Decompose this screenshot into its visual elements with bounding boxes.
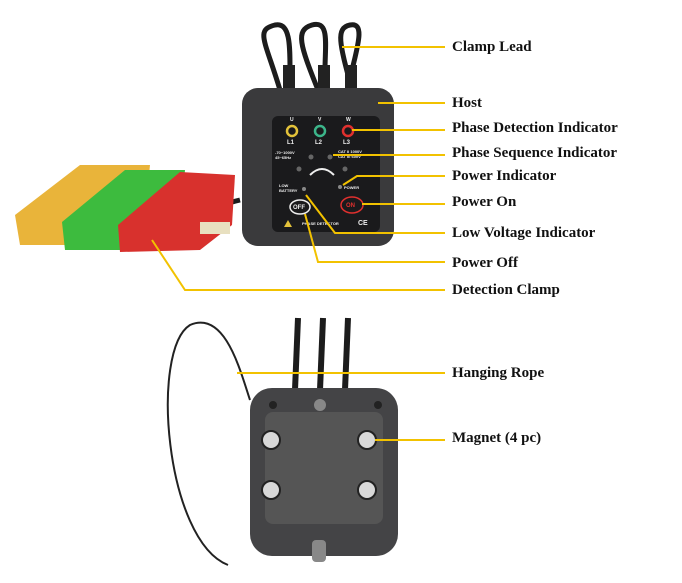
label-phase-detection-indicator: Phase Detection Indicator [452, 120, 618, 136]
label-magnet: Magnet (4 pc) [452, 430, 542, 446]
svg-text:-70~1000V: -70~1000V [275, 150, 295, 155]
label-low-voltage-indicator: Low Voltage Indicator [452, 225, 596, 241]
svg-text:ON: ON [346, 203, 355, 209]
svg-text:L3: L3 [343, 140, 351, 146]
svg-text:BATTERY: BATTERY [279, 188, 298, 193]
svg-text:CAT II 1000V: CAT II 1000V [338, 149, 362, 154]
svg-text:OFF: OFF [293, 205, 305, 211]
label-hanging-rope: Hanging Rope [452, 365, 545, 381]
label-detection-clamp: Detection Clamp [452, 282, 560, 298]
label-phase-sequence-indicator: Phase Sequence Indicator [452, 145, 617, 161]
svg-text:L1: L1 [287, 140, 295, 146]
detection-clamps [15, 165, 235, 252]
svg-text:CAT III 600V: CAT III 600V [338, 154, 361, 159]
label-power-indicator: Power Indicator [452, 168, 557, 184]
label-power-off: Power Off [452, 255, 518, 271]
svg-text:U: U [290, 117, 294, 123]
svg-text:POWER: POWER [344, 185, 359, 190]
svg-text:45~65Hz: 45~65Hz [275, 155, 291, 160]
svg-text:V: V [318, 117, 322, 123]
svg-text:L2: L2 [315, 140, 323, 146]
leader-lines [151, 46, 445, 441]
svg-text:PHASE DETECTOR: PHASE DETECTOR [302, 221, 339, 226]
label-host: Host [452, 95, 482, 111]
svg-text:W: W [346, 117, 351, 123]
label-clamp-lead: Clamp Lead [452, 39, 532, 55]
back-view-device [166, 317, 398, 566]
svg-text:CE: CE [358, 220, 368, 227]
host-body [242, 88, 394, 246]
label-power-on: Power On [452, 194, 517, 210]
svg-text:LOW: LOW [279, 183, 289, 188]
